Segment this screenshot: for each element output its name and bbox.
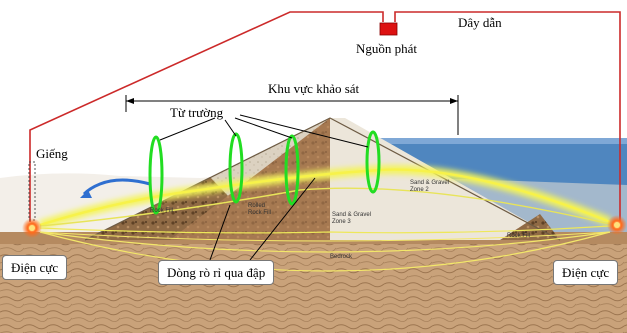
source-label: Nguồn phát	[356, 41, 418, 56]
zone-rock-fill-right: Rock Fill	[507, 233, 531, 239]
wire-label: Dây dẫn	[458, 15, 502, 30]
field-arrow-3	[234, 117, 293, 139]
dam-rockfill-right	[500, 214, 560, 240]
field-loop-3	[284, 134, 300, 206]
field-arrow-4	[239, 114, 369, 148]
seepage-arrow-1	[209, 204, 231, 261]
seepage-path-main	[39, 168, 611, 227]
wire-right	[394, 11, 621, 222]
electrode-right-label: Điện cực	[553, 260, 619, 285]
ground-current-line-1	[39, 231, 611, 272]
seepage-label: Dòng rò rỉ qua đập	[158, 260, 275, 285]
seepage-path-3	[39, 225, 611, 234]
water-surface	[380, 138, 627, 144]
seepage-blue-arrowhead	[80, 190, 92, 198]
foundation-ground	[0, 240, 627, 333]
field-arrow-2	[224, 119, 237, 137]
zone-bedrock: Bedrock	[330, 254, 353, 260]
survey-arrow-left	[126, 98, 134, 104]
zone-sand-gravel-3: Sand & Gravel Zone 3	[332, 212, 372, 225]
field-loop-1	[148, 135, 164, 215]
electrode-right-core	[614, 222, 620, 228]
survey-arrow-right	[450, 98, 458, 104]
wire-left	[29, 11, 384, 222]
electrode-left-core	[29, 225, 35, 231]
ground-current-line-2	[39, 231, 611, 253]
seepage-path-2	[39, 187, 611, 227]
zone-sand-gravel-2: Sand & Gravel Zone 2	[410, 180, 450, 193]
electrode-left-label: Điện cực	[2, 255, 68, 280]
source-box	[379, 22, 398, 36]
survey-area-label: Khu vực khảo sát	[268, 81, 360, 96]
zone-rock-fill-left: Rock Fill	[150, 208, 174, 214]
field-loop-2	[228, 132, 244, 204]
field-loop-4	[365, 130, 381, 194]
ground-current-line-3	[39, 231, 611, 242]
zone-rolled-rock-fill: Rolled Rock Fill	[248, 203, 272, 216]
seepage-arrow-2	[249, 177, 316, 261]
magnetic-field-label: Từ trường	[170, 105, 224, 120]
field-arrow-1	[159, 117, 216, 141]
well-label: Giếng	[36, 146, 68, 161]
